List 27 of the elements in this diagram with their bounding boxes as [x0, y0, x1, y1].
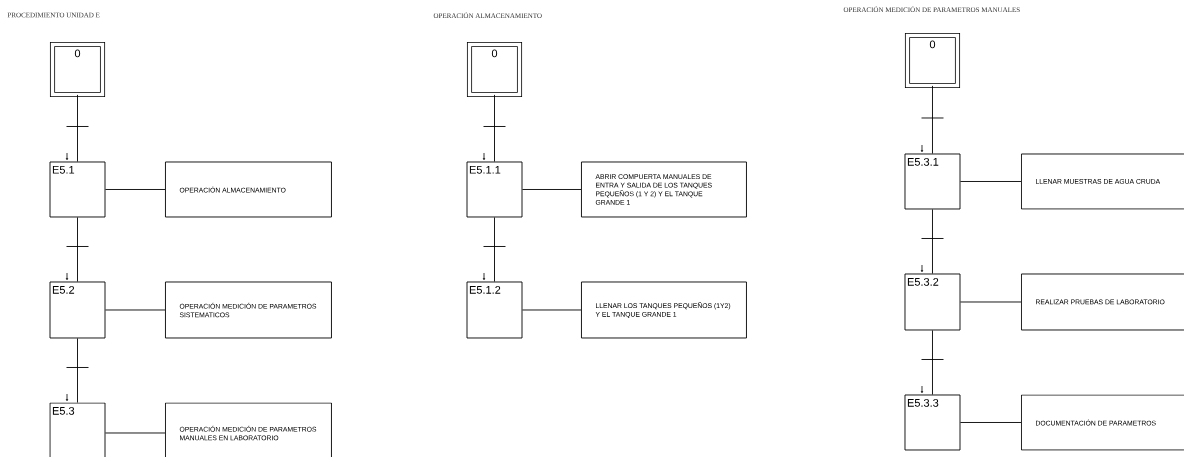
step-box: E5.1	[49, 161, 106, 218]
initial-step-box: 0	[466, 41, 523, 98]
connector-line	[105, 432, 166, 434]
connector-line	[522, 309, 582, 311]
initial-step-box: 0	[904, 32, 961, 89]
step-box: E5.3	[49, 402, 106, 457]
connector-line	[960, 301, 1022, 303]
connector-line	[105, 309, 166, 311]
link-with-transition	[66, 94, 89, 162]
connector-line	[105, 189, 166, 190]
connector-line	[960, 422, 1022, 423]
step-box: E5.3.2	[904, 273, 961, 331]
step-box: E5.1.2	[466, 281, 523, 339]
step-box: E5.3.1	[904, 153, 961, 210]
connector-line	[960, 181, 1022, 182]
link-with-transition	[66, 217, 89, 282]
link-with-transition	[921, 85, 944, 154]
initial-step-box: 0	[49, 41, 106, 98]
link-with-transition	[483, 94, 506, 162]
link-with-transition	[921, 330, 944, 395]
link-with-transition	[66, 338, 89, 403]
link-with-transition	[483, 217, 506, 282]
step-box: E5.3.3	[904, 394, 961, 451]
step-box: E5.1.1	[466, 161, 523, 218]
step-box: E5.2	[49, 281, 106, 339]
connector-line	[522, 189, 582, 190]
link-with-transition	[921, 209, 944, 274]
